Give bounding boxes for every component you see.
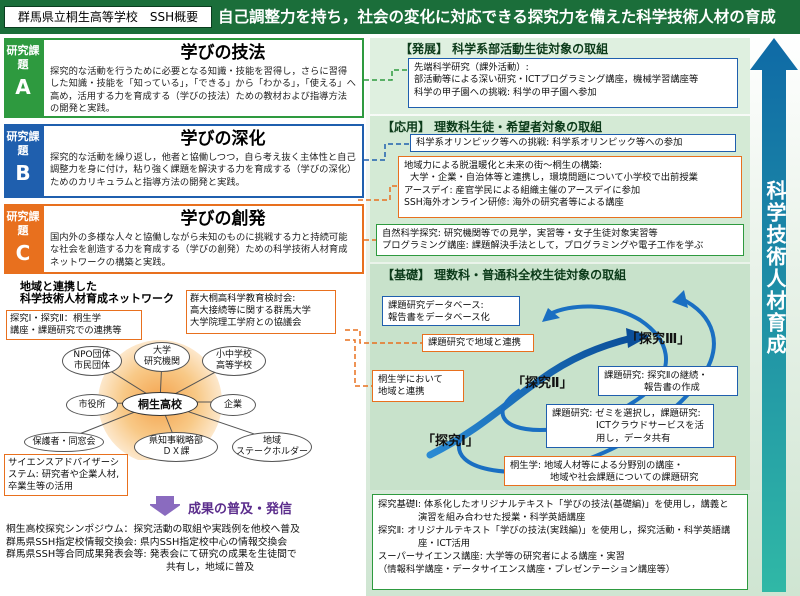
basic-title: 【基礎】 理数科・普通科全校生徒対象の取組 [382,268,627,282]
research-b-tag: 研究課題 B [4,124,42,198]
network-title-1: 地域と連携した [20,280,97,293]
research-b-title: 学びの深化 [180,129,266,149]
kiryugaku-box: 桐生学において 地域と連携 [372,370,464,402]
kadai2-box: 課題研究: ゼミを選択し，課題研究: ICTクラウドサービスを活 用し，データ共… [546,404,714,448]
research-c-box: 学びの創発 国内外の多様な人々と協働しながら未知のものに挑戦する力と持続可能な社… [42,204,364,274]
side-label: 科学技術人材育成 [763,180,787,356]
research-b-desc: 探究的な活動を繰り返し，他者と協働しつつ，自ら考え抜く主体性と自己調整力を身に付… [50,152,356,188]
network-gunma-box: 群大桐高科学教育検討会: 高大接続等に関する群馬大学 大学院理工学府との協議会 [186,290,336,334]
development-box: 先端科学研究（課外活動）: 部活動等による深い研究・ICTプログラミング講座，機… [408,58,738,108]
development-title: 【発展】 科学系部活動生徒対象の取組 [400,42,609,56]
research-b-box: 学びの深化 探究的な活動を繰り返し，他者と協働しつつ，自ら考え抜く主体性と自己調… [42,124,364,198]
research-a-desc: 探究的な活動を行うために必要となる知識・技能を習得し，さらに習得した知識・技能を… [50,66,356,115]
node-company: 企業 [210,394,256,416]
node-center-label: 桐生高校 [138,397,182,411]
down-arrow-icon [150,496,180,516]
research-a-tag: 研究課題 A [4,38,42,118]
node-parents-label: 保護者・同窓会 [32,436,96,447]
node-stakeholder-label: 地域ステークホルダー [235,436,308,457]
research-a-title: 学びの技法 [180,43,266,63]
node-npo-label: NPO団体市民団体 [73,350,111,371]
node-schools: 小中学校高等学校 [202,346,266,376]
node-company-label: 企業 [223,399,242,410]
kadai3-box: 課題研究: 探究Ⅱの継続・ 報告書の作成 [598,366,738,396]
node-parents: 保護者・同窓会 [24,432,104,452]
node-stakeholder: 地域ステークホルダー [232,432,312,462]
up-arrow-icon [750,38,798,592]
school-label: 群馬県立桐生高等学校 SSH概要 [4,6,212,28]
tankyu2-label: 「探究Ⅱ」 [512,376,573,391]
fruits-title: 成果の普及・発信 [188,502,293,517]
natural-box: 自然科学探究: 研究機関等での見学，実習等・女子生徒対象実習等 プログラミング講… [376,224,744,256]
research-c-desc: 国内外の多様な人々と協働しながら未知のものに挑戦する力と持続可能な社会を創造する… [50,232,348,268]
fruits-lines: 桐生高校探究シンポジウム：探究活動の取組や実践例を他校へ普及 群馬県SSH指定校… [6,524,300,573]
headline: 自己調整力を持ち，社会の変化に対応できる探究力を備えた科学技術人材の育成 [218,8,776,26]
node-university-label: 大学研究機関 [143,346,180,367]
node-city-hall-label: 市役所 [78,399,106,410]
network-tankyu-box: 探究Ⅰ・探究Ⅱ：桐生学 講座・課題研究での連携等 [6,310,142,340]
research-c-title: 学びの創発 [180,209,266,229]
regional-box: 地域力による脱温暖化と未来の街～桐生の構築: 大学・企業・自治体等と連携し，環境… [398,156,742,218]
tankyu3-label: 「探究Ⅲ」 [626,332,691,347]
node-city-hall: 市役所 [66,394,118,416]
node-npo: NPO団体市民団体 [62,346,122,376]
tankyu1-label: 「探究Ⅰ」 [422,434,479,449]
node-schools-label: 小中学校高等学校 [215,350,252,371]
network-title-2: 科学技術人材育成ネットワーク [20,292,174,305]
node-center: 桐生高校 [122,392,198,416]
regional-collab-box: 課題研究で地域と連携 [422,334,534,352]
bottom-box: 探究基礎Ⅰ: 体系化したオリジナルテキスト「学びの技法(基礎編)」を使用し，講義… [372,494,748,590]
research-a-box: 学びの技法 探究的な活動を行うために必要となる知識・技能を習得し，さらに習得した… [42,38,364,118]
node-university: 大学研究機関 [134,342,190,372]
application-title: 【応用】 理数科生徒・希望者対象の取組 [382,120,603,134]
kiryugaku2-box: 桐生学: 地域人材等による分野別の講座・ 地域や社会課題についての課題研究 [504,456,736,486]
advisor-box: サイエンスアドバイザーシステム: 研究者や企業人材, 卒業生等の活用 [4,454,128,496]
database-box: 課題研究データベース: 報告書をデータベース化 [382,296,520,326]
olympiad-box: 科学系オリンピック等への挑戦: 科学系オリンピック等への参加 [410,134,736,152]
research-c-tag: 研究課題 C [4,204,42,274]
